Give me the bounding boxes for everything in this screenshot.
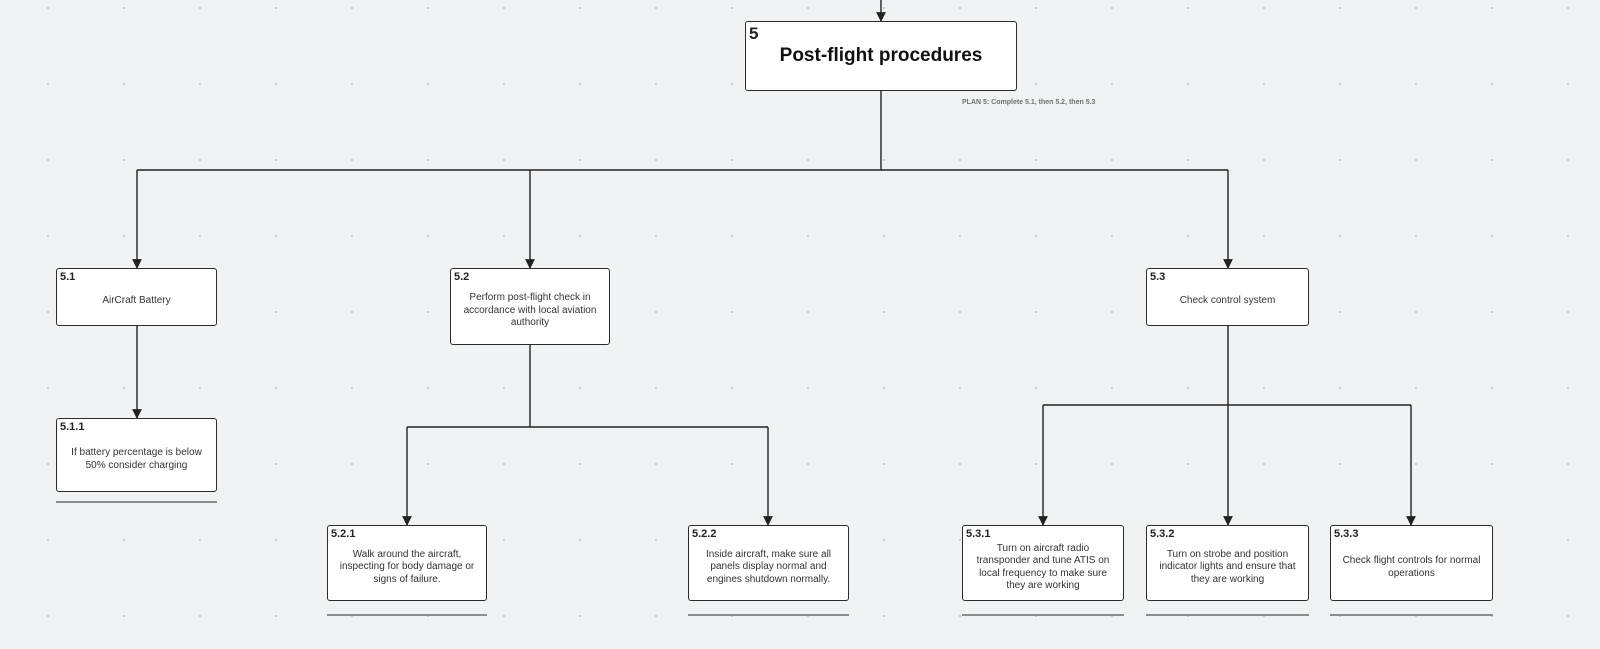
task-text: Check flight controls for normal operati… (1342, 555, 1481, 579)
task-node-5-3[interactable]: 5.3 Check control system (1146, 268, 1309, 326)
plan-note: PLAN 5: Complete 5.1, then 5.2, then 5.3 (962, 99, 1096, 106)
task-number: 5 (749, 24, 759, 43)
task-text: Walk around the aircraft, inspecting for… (339, 548, 475, 585)
task-node-5-1[interactable]: 5.1 AirCraft Battery (56, 268, 217, 326)
task-node-5-2[interactable]: 5.2 Perform post-flight check in accorda… (450, 268, 610, 345)
leaf-underline (1330, 614, 1493, 616)
task-node-5-3-3[interactable]: 5.3.3 Check flight controls for normal o… (1330, 525, 1493, 601)
task-number: 5.1.1 (60, 421, 85, 433)
task-text: Check control system (1179, 295, 1276, 307)
task-node-5-1-1[interactable]: 5.1.1 If battery percentage is below 50%… (56, 418, 217, 492)
task-number: 5.1 (60, 271, 76, 283)
task-text: AirCraft Battery (102, 295, 171, 307)
task-node-5-2-2[interactable]: 5.2.2 Inside aircraft, make sure all pan… (688, 525, 849, 601)
task-title: Post-flight procedures (779, 45, 983, 67)
task-node-5-3-1[interactable]: 5.3.1 Turn on aircraft radio transponder… (962, 525, 1124, 601)
task-text: Turn on strobe and position indicator li… (1159, 548, 1296, 585)
task-number: 5.3.2 (1150, 528, 1175, 540)
task-text: Inside aircraft, make sure all panels di… (705, 548, 832, 585)
leaf-underline (962, 614, 1124, 616)
task-number: 5.2.2 (692, 528, 717, 540)
task-text: Turn on aircraft radio transponder and t… (976, 542, 1110, 592)
task-node-5-3-2[interactable]: 5.3.2 Turn on strobe and position indica… (1146, 525, 1309, 601)
task-number: 5.2 (454, 271, 470, 283)
task-number: 5.3.3 (1334, 528, 1359, 540)
leaf-underline (327, 614, 487, 616)
task-node-5[interactable]: 5 Post-flight procedures (745, 21, 1017, 91)
task-text: If battery percentage is below 50% consi… (71, 447, 202, 471)
leaf-underline (56, 501, 217, 503)
task-number: 5.3 (1150, 271, 1166, 283)
leaf-underline (688, 614, 849, 616)
task-number: 5.2.1 (331, 528, 356, 540)
task-number: 5.3.1 (966, 528, 991, 540)
task-node-5-2-1[interactable]: 5.2.1 Walk around the aircraft, inspecti… (327, 525, 487, 601)
leaf-underline (1146, 614, 1309, 616)
task-text: Perform post-flight check in accordance … (463, 292, 597, 329)
